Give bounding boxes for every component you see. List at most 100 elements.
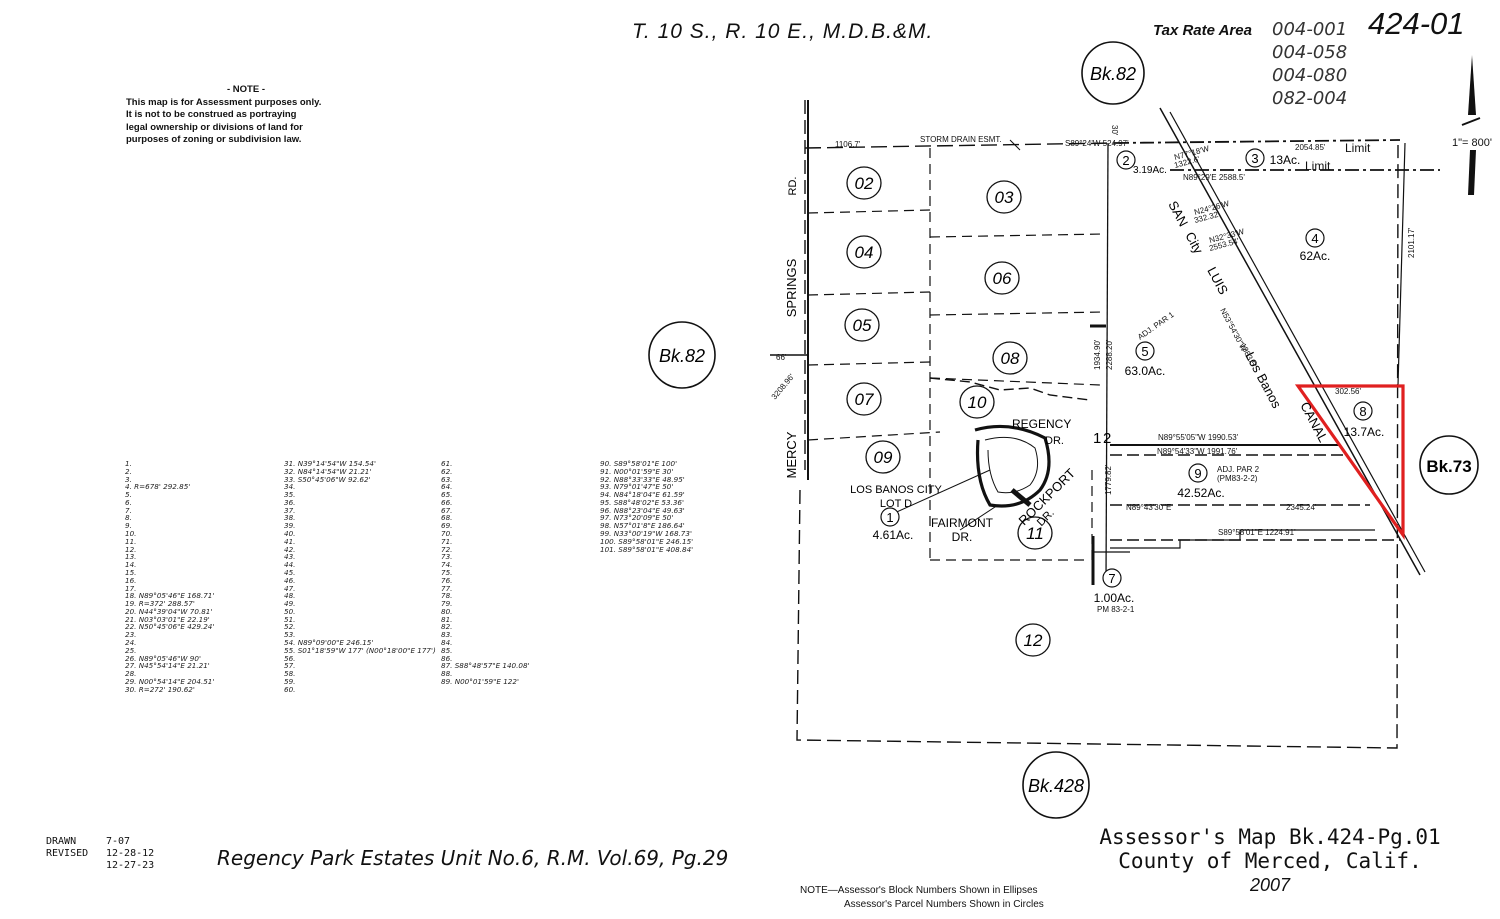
line-table-row: 47.: [284, 583, 296, 593]
line-table-row: 73.: [441, 552, 453, 562]
line-table-row: 32. N84°14'54"W 21.21': [284, 466, 372, 476]
line-table-row: 97. N73°20'09"E 50': [600, 513, 674, 523]
dimension-label: 1779.82': [1104, 464, 1113, 495]
street-label: REGENCY: [1012, 417, 1071, 431]
street-label: LOS BANOS CITY: [850, 484, 942, 496]
line-table-row: 31. N39°14'54"W 154.54': [284, 459, 376, 468]
map-number: 424-01: [1368, 6, 1465, 41]
line-table-row: 15.: [125, 567, 137, 577]
drawn-date: 7-07: [106, 836, 131, 847]
line-table-row: 67.: [441, 505, 453, 515]
line-table-row: 69.: [441, 521, 453, 531]
line-table-row: 18. N89°05'46"E 168.71': [125, 591, 215, 601]
line-table-row: 3.: [125, 474, 132, 484]
legend-note-line: Assessor's Parcel Numbers Shown in Circl…: [844, 899, 1044, 910]
line-table-row: 77.: [441, 583, 453, 593]
tax-rate-code: 082-004: [1272, 88, 1348, 109]
lot-label: 09: [874, 448, 893, 467]
line-table-row: 70.: [441, 529, 453, 539]
line-table-row: 37.: [284, 505, 296, 515]
line-table-row: 12.: [125, 544, 137, 554]
tax-rate-codes: 004-001 004-058 004-080 082-004: [1272, 18, 1347, 110]
line-table-row: 26. N89°05'46"W 90': [125, 653, 201, 663]
lot-label: 03: [995, 188, 1014, 207]
line-table-row: 27. N45°54'14"E 21.21': [125, 661, 210, 671]
line-table-row: 60.: [284, 684, 296, 694]
line-table-row: 43.: [284, 552, 296, 562]
line-table-row: 68.: [441, 513, 453, 523]
line-table-row: 74.: [441, 560, 453, 570]
line-table-row: 57.: [284, 661, 296, 671]
map-title: Assessor's Map Bk.424-Pg.01 County of Me…: [1080, 825, 1460, 897]
dimension-label: 30': [1110, 125, 1119, 136]
parcel-acres: 62Ac.: [1300, 249, 1331, 263]
street-label: LOT D: [880, 498, 912, 510]
line-table-row: 94. N84°18'04"E 61.59': [600, 490, 685, 500]
line-table-row: 62.: [441, 466, 453, 476]
lot-label: 04: [855, 243, 874, 262]
dimension-label: N89°43'30"E: [1126, 503, 1171, 512]
line-table-row: 7.: [125, 505, 132, 515]
map-title-line: Assessor's Map Bk.424-Pg.01: [1099, 825, 1441, 849]
dimension-label: N89°54'33"W 1991.76': [1157, 447, 1238, 456]
line-table-row: 101. S89°58'01"E 408.84': [600, 544, 694, 554]
line-table-row: 49.: [284, 599, 296, 609]
line-table-row: 58.: [284, 669, 296, 679]
line-table-row: 28.: [125, 669, 137, 679]
canal-label: City: [1182, 229, 1206, 256]
parcel-acres: 63.0Ac.: [1125, 364, 1166, 378]
tract-boundary: [796, 100, 1399, 749]
parcel-number: 7: [1108, 571, 1115, 586]
line-table-row: 39.: [284, 521, 296, 531]
line-table-row: 99. N33°00'19"W 168.73': [600, 529, 692, 539]
line-table-row: 6.: [125, 497, 132, 507]
line-table-row: 20. N44°39'04"W 70.81': [125, 606, 213, 616]
line-table-row: 50.: [284, 606, 296, 616]
dimension-label: 2054.85': [1295, 143, 1326, 152]
tax-rate-code: 004-080: [1272, 65, 1348, 86]
line-table-row: 2.: [125, 466, 132, 476]
line-table-row: 63.: [441, 474, 453, 484]
drawn-labels: DRAWN REVISED: [46, 836, 88, 860]
line-table-row: 87. S88°48'57"E 140.08': [441, 661, 530, 671]
subdivision-reference: Regency Park Estates Unit No.6, R.M. Vol…: [217, 846, 729, 870]
line-table-row: 90. S89°58'01"E 100': [600, 459, 678, 468]
line-table-row: 53.: [284, 630, 296, 640]
line-table-row: 10.: [125, 529, 137, 539]
line-table-row: 91. N00°01'59"E 30': [600, 466, 674, 476]
street-label: FAIRMONT: [931, 516, 994, 530]
block-label: Bk.82: [659, 346, 705, 366]
dimension-label: N89°55'05"W 1990.53': [1158, 433, 1239, 442]
assessment-note: - NOTE - This map is for Assessment purp…: [126, 84, 366, 147]
line-table-row: 5.: [125, 490, 132, 500]
line-table-row: 35.: [284, 490, 296, 500]
line-table-row: 33. S50°45'06"W 92.62': [284, 474, 371, 484]
line-table-row: 64.: [441, 482, 453, 492]
lot-label: 10: [968, 393, 987, 412]
line-table-row: 23.: [125, 630, 137, 640]
dimension-label: 66': [776, 353, 787, 362]
easement-label: STORM DRAIN ESMT.: [920, 135, 1002, 144]
line-table-row: 56.: [284, 653, 296, 663]
legend-note-line: NOTE—Assessor's Block Numbers Shown in E…: [800, 885, 1038, 896]
line-table-row: 38.: [284, 513, 296, 523]
street-label: MERCY: [784, 431, 799, 478]
line-table-row: 48.: [284, 591, 296, 601]
line-table-row: 11.: [125, 536, 137, 546]
tax-rate-code: 004-058: [1272, 42, 1348, 63]
north-arrow-icon: [1461, 55, 1481, 195]
block-label: Bk.73: [1426, 457, 1471, 476]
limit-label: Limit: [1305, 159, 1331, 173]
map-title-line: County of Merced, Calif.: [1118, 849, 1422, 873]
line-table-row: 16.: [125, 575, 137, 585]
parcel-acres: 3.19Ac.: [1133, 165, 1167, 176]
pm-ref-label: (PM83-2-2): [1217, 474, 1258, 483]
line-table-row: 61.: [441, 459, 453, 468]
line-table-row: 51.: [284, 614, 296, 624]
parcel-number: 5: [1141, 344, 1148, 359]
line-table-col-1: 1.2.3.4. R=678' 292.85'5.6.7.8.9.10.11.1…: [125, 460, 214, 693]
line-table-row: 30. R=272' 190.62': [125, 684, 195, 694]
revised-date: 12-27-23: [106, 860, 155, 871]
line-table-row: 9.: [125, 521, 132, 531]
